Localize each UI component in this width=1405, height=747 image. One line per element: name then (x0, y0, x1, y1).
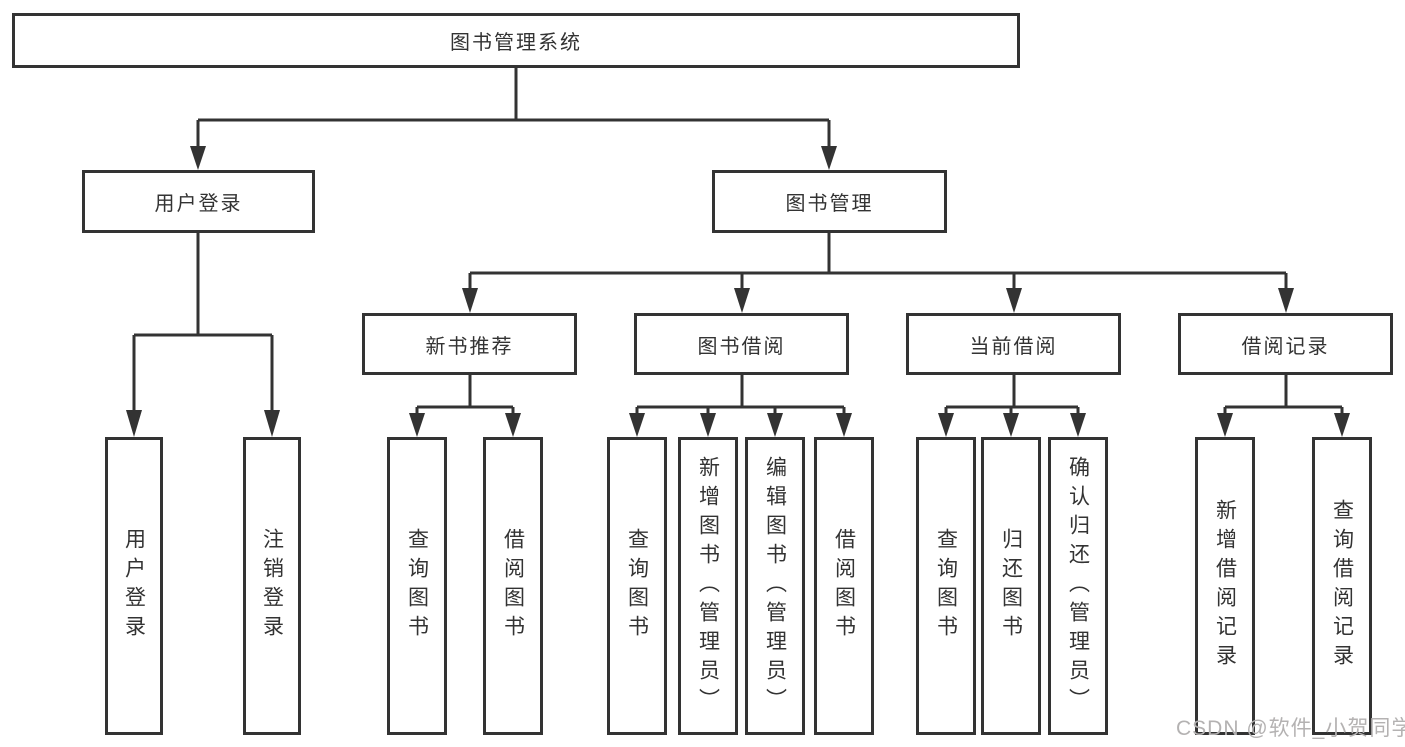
node-current-borrow: 当前借阅 (906, 313, 1121, 375)
node-book-management: 图书管理 (712, 170, 947, 233)
node-new-book-recommend: 新书推荐 (362, 313, 577, 375)
node-leaf-borrow-query-book: 查询图书 (607, 437, 667, 735)
node-leaf-confirm-return-admin: 确认归还（管理员） (1048, 437, 1108, 735)
node-leaf-add-book-admin: 新增图书（管理员） (678, 437, 738, 735)
node-root-system: 图书管理系统 (12, 13, 1020, 68)
node-borrow-record: 借阅记录 (1178, 313, 1393, 375)
connector-path (132, 68, 1344, 418)
arrowheads (126, 146, 1350, 437)
csdn-watermark: CSDN @软件_小贺同学 (1176, 717, 1405, 740)
node-leaf-add-borrow-record: 新增借阅记录 (1195, 437, 1255, 735)
node-leaf-edit-book-admin: 编辑图书（管理员） (745, 437, 805, 735)
node-leaf-borrow-book: 借阅图书 (814, 437, 874, 735)
node-leaf-logout: 注销登录 (243, 437, 301, 735)
node-leaf-recommend-borrow-book: 借阅图书 (483, 437, 543, 735)
node-leaf-recommend-query-book: 查询图书 (387, 437, 447, 735)
node-leaf-query-borrow-record: 查询借阅记录 (1312, 437, 1372, 735)
node-book-borrow: 图书借阅 (634, 313, 849, 375)
node-leaf-current-query-book: 查询图书 (916, 437, 976, 735)
node-user-login: 用户登录 (82, 170, 315, 233)
node-leaf-user-login: 用户登录 (105, 437, 163, 735)
node-leaf-return-book: 归还图书 (981, 437, 1041, 735)
